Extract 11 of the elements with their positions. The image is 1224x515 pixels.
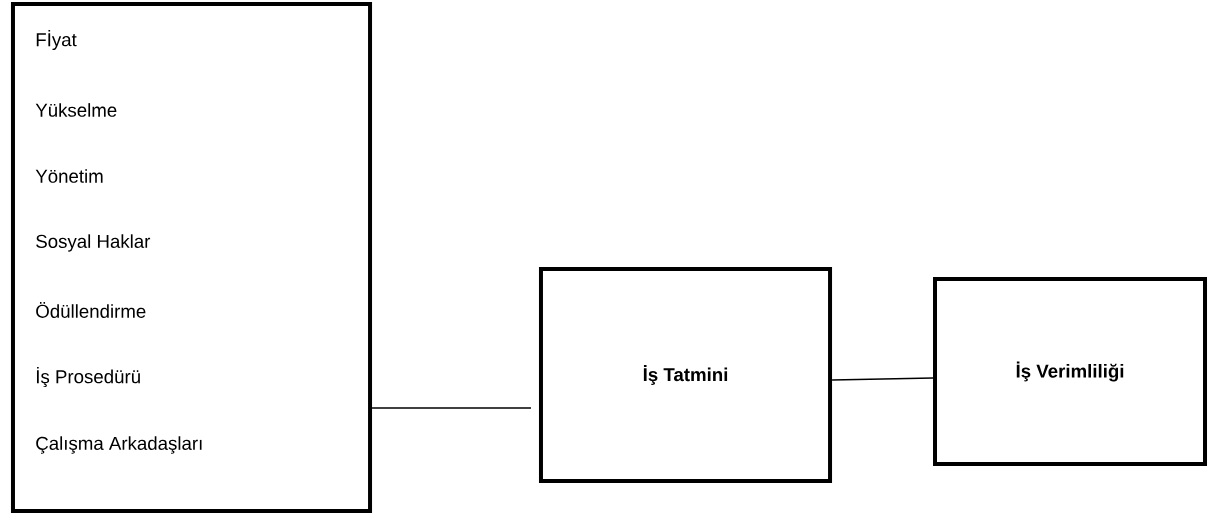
list-item: Fİyat — [36, 29, 77, 51]
list-item: Ödüllendirme — [36, 302, 146, 318]
connector-line — [371, 407, 532, 409]
list-item: Çalışma Arkadaşları — [36, 436, 202, 454]
connector-line — [831, 377, 934, 381]
process-box: İş Tatmini — [538, 267, 833, 483]
list-item: Yönetim — [35, 169, 103, 183]
process-box: İş Verimliliği — [933, 276, 1207, 467]
list-item: İş Prosedürü — [37, 366, 140, 388]
list-item: Sosyal Haklar — [36, 234, 151, 252]
list-item: Yükselme — [35, 103, 117, 117]
